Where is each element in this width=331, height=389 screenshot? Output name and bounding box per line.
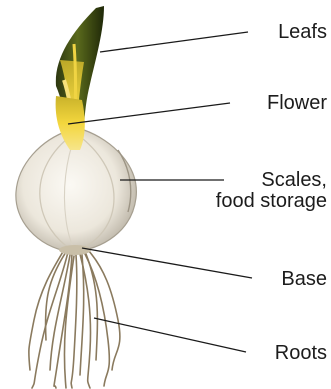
label-scales-line1: Scales,: [216, 170, 327, 191]
leaf-stem-illustration: [56, 6, 104, 150]
leader-line-base: [82, 248, 252, 278]
label-base: Base: [281, 269, 327, 290]
label-flower: Flower: [267, 93, 327, 114]
label-leafs: Leafs: [278, 22, 327, 43]
label-scales: Scales, food storage: [216, 170, 327, 212]
label-scales-line2: food storage: [216, 191, 327, 212]
label-roots: Roots: [275, 343, 327, 364]
leader-line-flower: [68, 103, 230, 124]
roots-illustration: [29, 250, 120, 388]
base-illustration: [59, 245, 91, 255]
leader-line-leafs: [100, 32, 248, 52]
leader-line-roots: [94, 318, 246, 352]
